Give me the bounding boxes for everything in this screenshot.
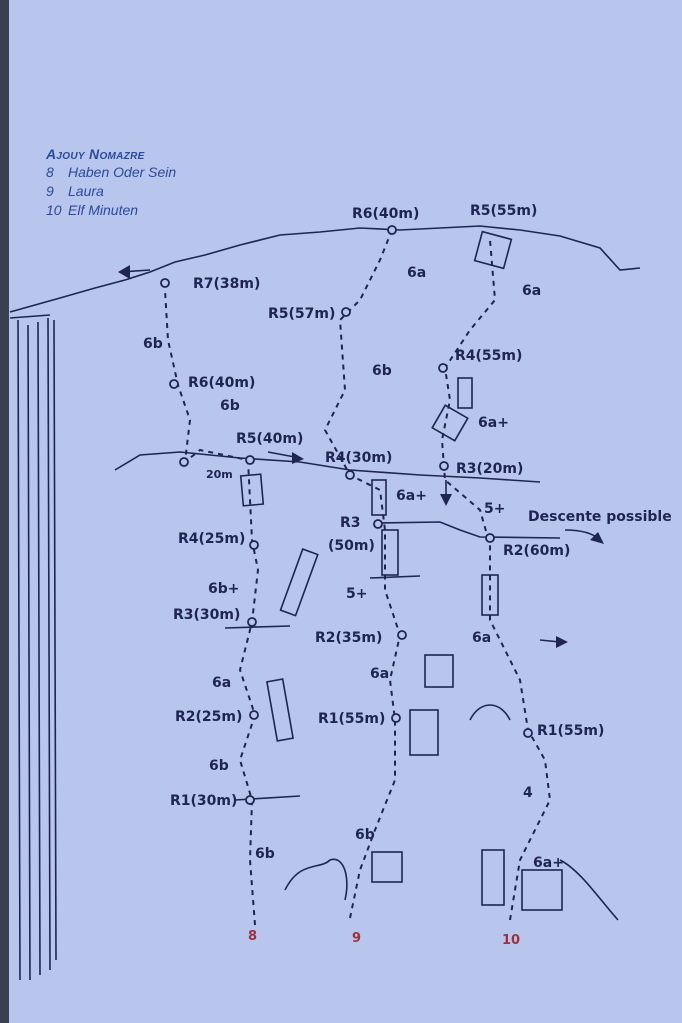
grade-label: 6a [472,630,491,646]
ledge-r3 [379,521,561,539]
route-number-9: 9 [352,931,361,946]
route-number-8: 8 [248,929,257,944]
legend-route-name: Elf Minuten [68,202,139,218]
ledge-r3-8 [224,625,291,629]
grade-label: 6b [143,336,163,352]
grade-label: 6a+ [478,415,509,431]
grade-label: 5+ [346,586,367,602]
arrow-head-icon [556,636,568,648]
arrow-head-icon [118,265,130,279]
grade-label: 6a [212,675,231,691]
legend-row: 8 Haben Oder Sein [46,163,176,182]
station-label: R2(35m) [315,630,382,646]
station-label: R6(40m) [188,375,255,391]
station-label: R3(20m) [456,461,523,477]
arrow-head-icon [590,532,604,544]
station-label: R2(60m) [503,543,570,559]
route-number-10: 10 [502,933,520,948]
arrow-head-icon [440,494,452,506]
waterfall [9,314,57,981]
ledge-r1-8 [234,795,301,801]
legend-route-name: Haben Oder Sein [68,164,177,180]
page-edge [0,0,9,1023]
grade-label: 6b [255,846,275,862]
station-label: R5(57m) [268,306,335,322]
legend-route-name: Laura [68,183,104,199]
belay-stations [160,225,533,805]
station-label: R3(30m) [173,607,240,623]
station-label: R1(55m) [537,723,604,739]
grade-label: 6b [220,398,240,414]
grade-label: 6a [522,283,541,299]
station-label: R7(38m) [193,276,260,292]
grade-label: 6b [372,363,392,379]
legend-row: 9 Laura [46,182,176,201]
route-8-line [164,289,260,926]
legend-row: 10 Elf Minuten [46,201,176,220]
route-10-line [440,239,552,921]
grade-label: 6a+ [396,488,427,504]
legend-route-number: 8 [46,164,54,180]
legend-route-number: 9 [46,183,54,199]
legend-route-number: 10 [46,202,62,218]
station-length-label: (50m) [328,538,375,554]
station-label: R3 [340,515,361,531]
distance-label: 20m [206,468,233,481]
station-label: R5(40m) [236,431,303,447]
route-9-line [323,229,402,919]
rock-features [239,230,619,921]
arrow-head-icon [292,452,304,464]
station-label: R4(55m) [455,348,522,364]
grade-label: 6b+ [208,581,240,597]
legend-title: Ajouy Nomazre [46,146,145,162]
station-label: R2(25m) [175,709,242,725]
station-label: R1(55m) [318,711,385,727]
legend: Ajouy Nomazre 8 Haben Oder Sein 9 Laura 10… [46,146,176,220]
grade-label: 6a [407,265,426,281]
grade-label: 5+ [484,501,505,517]
cliff-top-line [9,225,641,313]
station-label: R6(40m) [352,206,419,222]
station-label: R1(30m) [170,793,237,809]
grade-label: 6b [355,827,375,843]
station-label: R4(30m) [325,450,392,466]
grade-label: 6b [209,758,229,774]
station-label: R4(25m) [178,531,245,547]
ledge-r2-9 [369,575,421,579]
grade-label: 6a+ [533,855,564,871]
grade-label: 6a [370,666,389,682]
descent-annotation: Descente possible [528,509,672,525]
grade-label: 4 [523,785,533,801]
ledge-20m [114,451,541,483]
station-label: R5(55m) [470,203,537,219]
